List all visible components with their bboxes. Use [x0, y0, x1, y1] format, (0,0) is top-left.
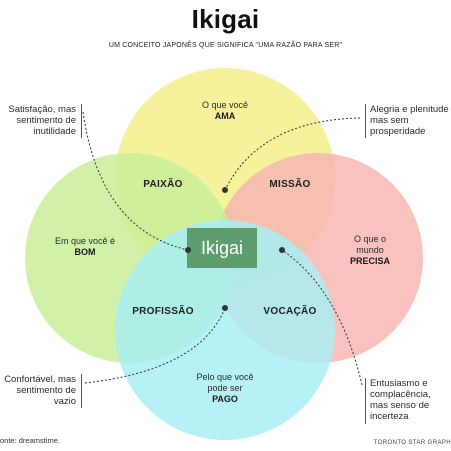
- source-text: onte: dreamstime.: [0, 436, 61, 445]
- vocation-label: VOCAÇÃO: [263, 306, 317, 317]
- leader-dot-bottom-right: [279, 247, 285, 253]
- page-subtitle: UM CONCEITO JAPONÊS QUE SIGNIFICA "UMA R…: [108, 42, 343, 49]
- note-bottom-right-rule: [365, 378, 366, 424]
- leader-dot-top-left: [185, 247, 191, 253]
- paid-label-line3: PAGO: [212, 394, 238, 404]
- love-label-line2: AMA: [214, 111, 236, 121]
- note-top-left-line2: sentimento de: [16, 115, 76, 126]
- note-bottom-left: Confortável, mas sentimento de vazio: [2, 374, 76, 407]
- note-bottom-right: Entusiasmo e complacência, mas senso de …: [370, 378, 451, 422]
- passion-label: PAIXÃO: [143, 179, 183, 190]
- good-label: Em que você é BOM: [40, 236, 130, 258]
- ikigai-center-label: Ikigai: [200, 238, 244, 258]
- need-label: O que o mundo PRECISA: [330, 234, 410, 267]
- need-label-line1: O que o: [353, 234, 387, 244]
- note-top-left: Satisfação, mas sentimento de inutilidad…: [2, 104, 76, 137]
- note-bottom-left-line1: Confortável, mas: [4, 374, 76, 385]
- leader-line-top-left: [82, 111, 189, 251]
- note-bottom-right-line2: complacência,: [370, 389, 431, 400]
- need-label-line2: mundo: [356, 245, 384, 255]
- note-top-left-line1: Satisfação, mas: [8, 104, 76, 115]
- paid-circle: [115, 220, 335, 440]
- leader-dot-bottom-left: [222, 305, 228, 311]
- good-label-line2: BOM: [74, 247, 96, 257]
- paid-label-line1: Pelo que você: [196, 372, 254, 382]
- note-top-right-line2: mas sem: [370, 115, 409, 126]
- love-label: O que você AMA: [185, 100, 265, 122]
- note-top-right-line3: prosperidade: [370, 126, 426, 137]
- leader-line-bottom-right: [281, 249, 363, 386]
- profession-label: PROFISSÃO: [132, 306, 194, 317]
- note-top-left-line3: inutilidade: [33, 126, 76, 137]
- credit-text: TORONTO STAR GRAPH: [373, 440, 451, 446]
- note-bottom-right-line1: Entusiasmo e: [370, 378, 428, 389]
- paid-label: Pelo que você pode ser PAGO: [180, 372, 270, 405]
- note-bottom-left-line2: sentimento de: [16, 385, 76, 396]
- note-bottom-left-rule: [81, 374, 82, 408]
- note-top-right-line1: Alegria e plenitude: [370, 104, 449, 115]
- paid-label-line2: pode ser: [207, 383, 243, 393]
- mission-label: MISSÃO: [269, 179, 311, 190]
- leader-line-bottom-left: [84, 307, 226, 384]
- need-label-line3: PRECISA: [349, 256, 390, 266]
- leader-dot-top-right: [222, 187, 228, 193]
- good-label-line1: Em que você é: [54, 236, 116, 246]
- page-title: Ikigai: [191, 4, 260, 34]
- note-bottom-left-line3: vazio: [53, 396, 76, 407]
- note-top-left-rule: [81, 104, 82, 138]
- note-top-right-rule: [365, 104, 366, 138]
- center-box: [187, 228, 257, 268]
- note-top-right: Alegria e plenitude mas sem prosperidade: [370, 104, 451, 137]
- note-bottom-right-line4: incerteza: [370, 411, 409, 422]
- love-label-line1: O que você: [201, 100, 249, 110]
- note-bottom-right-line3: mas senso de: [370, 400, 430, 411]
